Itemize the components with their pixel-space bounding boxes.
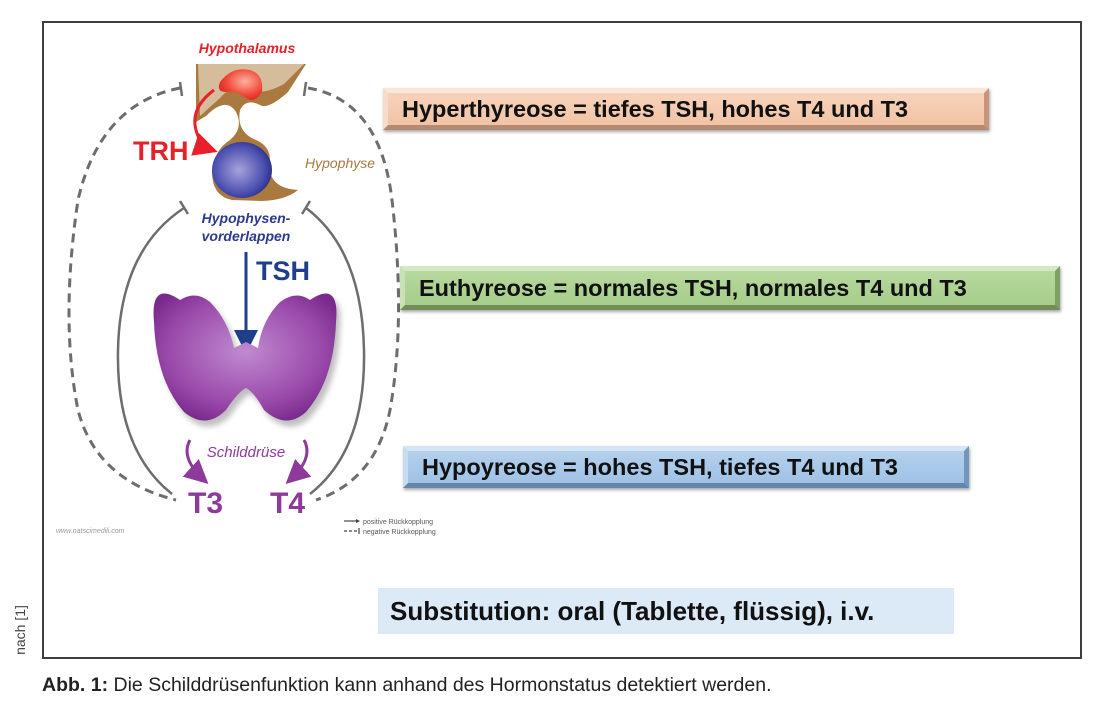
condition-euthyreose: Euthyreose = normales TSH, normales T4 u… <box>400 266 1060 310</box>
inhibit-tick-left-inner <box>178 200 190 215</box>
label-hypophysen-line1: Hypophysen- <box>202 210 291 226</box>
outer-feedback-right <box>307 86 401 502</box>
inner-feedback-right <box>305 207 366 495</box>
label-t4: T4 <box>270 487 305 520</box>
label-trh: TRH <box>133 136 189 166</box>
legend-negative-label: negative Rückkopplung <box>363 529 436 536</box>
label-hypophyse: Hypophyse <box>305 155 375 171</box>
watermark: www.natscimedili.com <box>56 528 125 535</box>
caption-text: Die Schilddrüsenfunktion kann anhand des… <box>108 674 772 696</box>
substitution-note: Substitution: oral (Tablette, flüssig), … <box>378 588 954 634</box>
outer-feedback-left <box>67 86 181 502</box>
inhibit-tick-right-inner <box>300 200 312 215</box>
hypothalamus-pituitary-shape <box>196 64 306 201</box>
label-hypophysen-line2: vorderlappen <box>202 228 291 244</box>
label-tsh: TSH <box>256 256 310 286</box>
t4-arrow <box>285 439 312 485</box>
source-credit-text: nach [1] <box>12 605 28 655</box>
thyroid-gland <box>153 293 337 421</box>
label-hypothalamus: Hypothalamus <box>199 40 296 56</box>
anterior-pituitary <box>212 142 272 198</box>
condition-hyperthyreose: Hyperthyreose = tiefes TSH, hohes T4 und… <box>383 88 989 130</box>
legend-positive-label: positive Rückkopplung <box>363 519 433 526</box>
trh-arrow <box>191 88 218 156</box>
label-schilddruese: Schilddrüse <box>207 444 285 461</box>
source-credit: nach [1] <box>6 600 46 660</box>
hypothalamus-nucleus <box>218 69 263 100</box>
label-t3: T3 <box>188 487 223 520</box>
legend: positive Rückkopplung negative Rückkoppl… <box>344 519 436 536</box>
t3-arrow <box>182 439 209 485</box>
condition-hypothyreose: Hypoyreose = hohes TSH, tiefes T4 und T3 <box>403 446 969 488</box>
inhibit-tick-left-outer <box>178 81 184 97</box>
inhibit-tick-right-outer <box>302 81 308 97</box>
inner-feedback-left <box>116 206 185 495</box>
caption-label: Abb. 1: <box>42 674 109 696</box>
figure-caption: Abb. 1: Die Schilddrüsenfunktion kann an… <box>42 674 771 697</box>
